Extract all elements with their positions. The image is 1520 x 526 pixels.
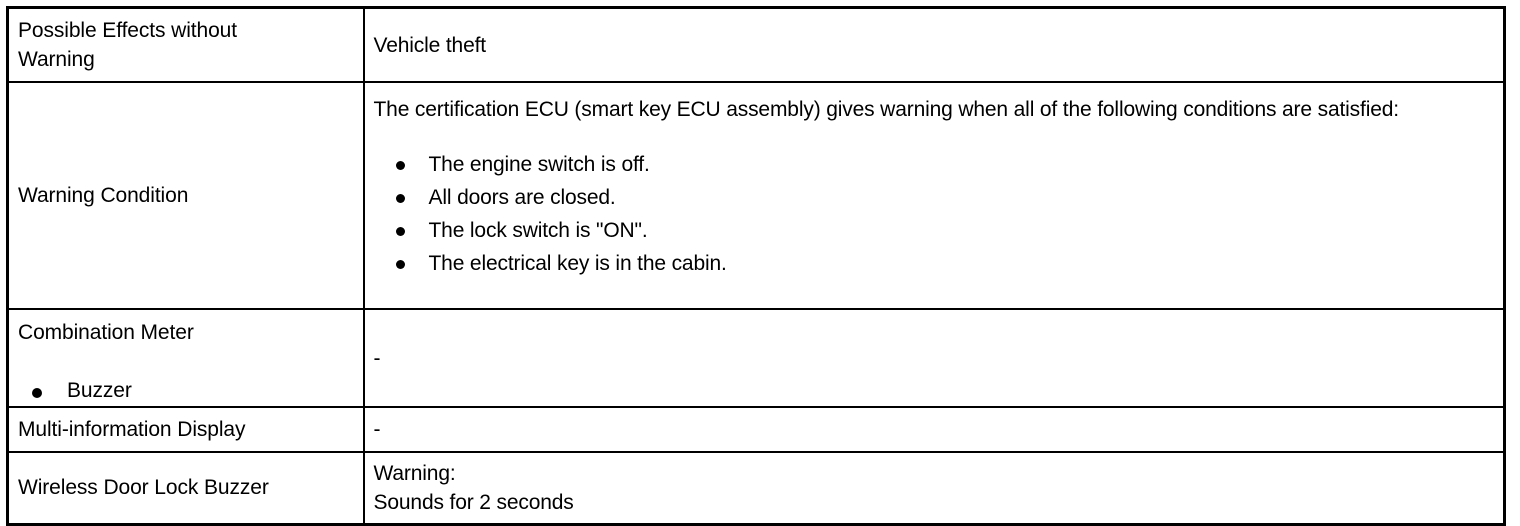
table-row-wireless-door-lock-buzzer: Wireless Door Lock Buzzer Warning: Sound… <box>6 451 1506 526</box>
bullet-text: The electrical key is in the cabin. <box>428 252 727 275</box>
bullet-dot-icon <box>395 227 405 236</box>
row-label-cell-multi-information-display: Multi-information Display <box>6 406 365 453</box>
label-combination-meter: Combination Meter <box>18 321 194 344</box>
warning-condition-bullet-list: The engine switch is off. All doors are … <box>374 148 1494 280</box>
specification-table: Possible Effects without Warning Vehicle… <box>6 6 1506 526</box>
warning-condition-paragraph: The certification ECU (smart key ECU ass… <box>373 98 1400 121</box>
value-combination-meter: - <box>373 346 381 370</box>
list-item: The engine switch is off. <box>395 148 1494 181</box>
row-label-cell-warning-condition: Warning Condition <box>6 81 365 310</box>
bullet-text: The lock switch is "ON". <box>428 219 648 242</box>
label-wireless-door-lock-buzzer: Wireless Door Lock Buzzer <box>18 476 269 499</box>
label-possible-effects-without-warning: Possible Effects without Warning <box>18 19 237 71</box>
label-multi-information-display: Multi-information Display <box>18 417 246 441</box>
label-buzzer: Buzzer <box>67 379 132 402</box>
bullet-text: The engine switch is off. <box>428 153 650 176</box>
table-row-possible-effects: Possible Effects without Warning Vehicle… <box>6 6 1506 83</box>
row-label-cell-possible-effects: Possible Effects without Warning <box>6 6 365 83</box>
table-row-warning-condition: Warning Condition The certification ECU … <box>6 81 1506 310</box>
list-item: The electrical key is in the cabin. <box>395 247 1494 280</box>
table-row-multi-information-display: Multi-information Display - <box>6 406 1506 453</box>
value-wireless-door-lock-buzzer: Warning: Sounds for 2 seconds <box>373 462 574 514</box>
bullet-text: All doors are closed. <box>428 186 616 209</box>
row-label-cell-wireless-door-lock-buzzer: Wireless Door Lock Buzzer <box>6 451 365 526</box>
list-item: All doors are closed. <box>395 181 1494 214</box>
value-possible-effects: Vehicle theft <box>373 33 487 57</box>
row-value-cell-possible-effects: Vehicle theft <box>362 6 1506 83</box>
row-value-cell-multi-information-display: - <box>362 406 1506 453</box>
label-warning-condition: Warning Condition <box>18 183 189 207</box>
table-row-combination-meter: Combination Meter Buzzer - <box>6 308 1506 408</box>
list-item: The lock switch is "ON". <box>395 214 1494 247</box>
row-value-cell-warning-condition: The certification ECU (smart key ECU ass… <box>362 81 1506 310</box>
value-multi-information-display: - <box>373 418 381 441</box>
row-value-cell-combination-meter: - <box>362 308 1506 408</box>
row-value-cell-wireless-door-lock-buzzer: Warning: Sounds for 2 seconds <box>362 451 1506 526</box>
bullet-dot-icon <box>395 194 405 203</box>
bullet-dot-icon <box>395 260 405 269</box>
row-label-cell-combination-meter: Combination Meter Buzzer <box>6 308 365 408</box>
bullet-dot-icon <box>395 161 405 170</box>
combination-meter-sub-item: Buzzer <box>9 377 363 405</box>
bullet-dot-icon <box>32 388 42 398</box>
